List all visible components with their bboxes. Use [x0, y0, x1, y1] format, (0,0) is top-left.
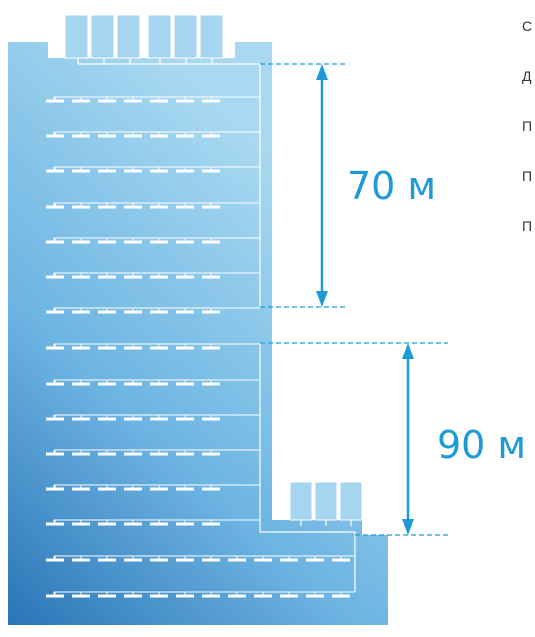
dimension-extension-lines	[260, 63, 448, 536]
lower-zone-piping	[259, 343, 356, 592]
side-label-2: Д	[522, 68, 532, 84]
lower-tanks	[289, 481, 363, 521]
side-label-3: П	[522, 118, 533, 134]
side-label-4: П	[522, 168, 533, 184]
upper-tanks	[64, 14, 224, 59]
upper-dimension-arrow	[316, 64, 328, 307]
side-label-1: С	[522, 18, 533, 34]
floor-branches	[46, 96, 355, 598]
lower-zone-height-label: 90 м	[437, 423, 527, 467]
side-label-5: П	[522, 218, 533, 234]
upper-zone-height-label: 70 м	[347, 164, 437, 208]
lower-dimension-arrow	[402, 343, 414, 535]
building-silhouette	[8, 42, 388, 625]
